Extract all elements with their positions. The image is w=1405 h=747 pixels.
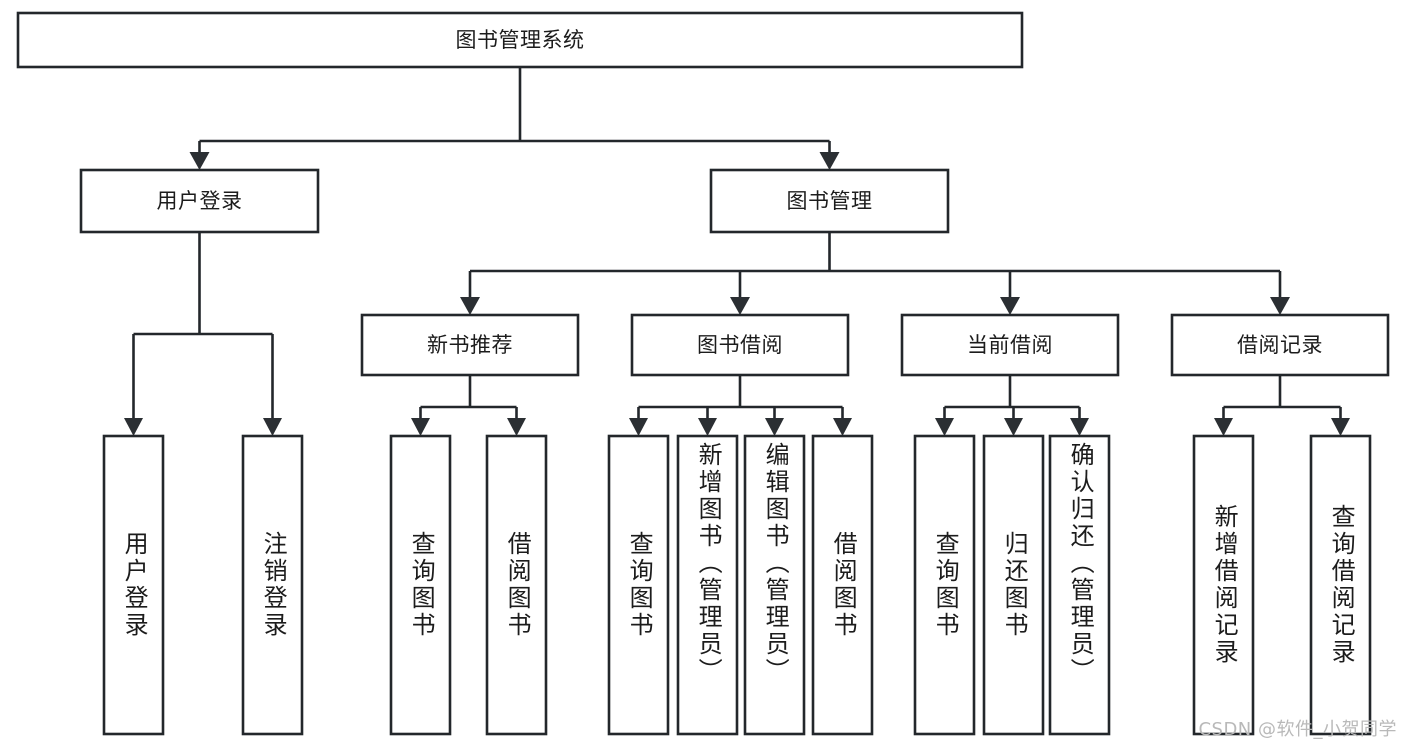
node-borrow-record[interactable]: 借阅记录: [1170, 313, 1390, 377]
node-leaf-confirm-return-rect[interactable]: [1048, 434, 1111, 736]
arrowhead-leaf-user-login: [124, 418, 143, 436]
node-leaf-logout-rect[interactable]: [241, 434, 304, 736]
node-book-management[interactable]: 图书管理: [709, 168, 950, 234]
arrowhead-leaf-query-book-3: [935, 418, 954, 436]
node-user-login-label: 用户登录: [157, 189, 243, 213]
arrowhead-leaf-logout: [263, 418, 282, 436]
arrowhead-leaf-confirm-return: [1070, 418, 1089, 436]
node-leaf-add-record-rect[interactable]: [1192, 434, 1255, 736]
arrowhead-leaf-query-book-2: [629, 418, 648, 436]
node-user-login-rect[interactable]: [79, 168, 320, 234]
arrowhead-leaf-return-book: [1004, 418, 1023, 436]
node-current-borrow-rect[interactable]: [900, 313, 1120, 377]
connector-group-book-borrow: [629, 375, 852, 436]
node-leaf-query-book-3-rect[interactable]: [913, 434, 976, 736]
node-borrow-record-label: 借阅记录: [1237, 333, 1323, 357]
node-book-borrow-label: 图书借阅: [697, 333, 783, 357]
node-leaf-query-book-1-rect[interactable]: [389, 434, 452, 736]
connector-group-current-borrow: [935, 375, 1089, 436]
node-borrow-record-rect[interactable]: [1170, 313, 1390, 377]
node-book-management-rect[interactable]: [709, 168, 950, 234]
arrowhead-borrow-record: [1270, 297, 1290, 315]
arrowhead-leaf-borrow-book-2: [833, 418, 852, 436]
connector-group-user-login: [124, 232, 282, 436]
arrowhead-leaf-query-record: [1331, 418, 1350, 436]
node-current-borrow[interactable]: 当前借阅: [900, 313, 1120, 377]
connector-group-new-book: [411, 375, 526, 436]
node-leaf-borrow-book-1-rect[interactable]: [485, 434, 548, 736]
node-new-book-recommend-rect[interactable]: [360, 313, 580, 377]
node-leaf-edit-book-rect[interactable]: [743, 434, 806, 736]
node-leaf-return-book-rect[interactable]: [982, 434, 1045, 736]
node-leaf-borrow-book-2-rect[interactable]: [811, 434, 874, 736]
arrowhead-leaf-add-record: [1214, 418, 1233, 436]
node-root-label: 图书管理系统: [456, 28, 585, 52]
arrowhead-book-borrow: [730, 297, 750, 315]
node-book-borrow-rect[interactable]: [630, 313, 850, 377]
watermark-text: CSDN @软件_小贺同学: [1198, 719, 1397, 740]
node-book-management-label: 图书管理: [787, 189, 873, 213]
node-leaf-query-record-rect[interactable]: [1309, 434, 1372, 736]
connector-group-level3: [460, 232, 1290, 315]
node-root-rect[interactable]: [16, 11, 1024, 69]
arrowhead-book-management: [819, 152, 840, 170]
node-leaf-user-login-rect[interactable]: [102, 434, 165, 736]
connector-group-borrow-record: [1214, 375, 1350, 436]
arrowhead-new-book-recommend: [460, 297, 480, 315]
node-root[interactable]: 图书管理系统: [16, 11, 1024, 69]
arrowhead-leaf-borrow-book-1: [507, 418, 526, 436]
arrowhead-leaf-query-book-1: [411, 418, 430, 436]
connector-group-root: [189, 67, 840, 170]
arrowhead-leaf-edit-book: [765, 418, 784, 436]
node-new-book-recommend-label: 新书推荐: [427, 333, 513, 357]
arrowhead-user-login: [189, 152, 210, 170]
node-user-login[interactable]: 用户登录: [79, 168, 320, 234]
arrowhead-leaf-add-book: [698, 418, 717, 436]
node-new-book-recommend[interactable]: 新书推荐: [360, 313, 580, 377]
node-current-borrow-label: 当前借阅: [967, 333, 1053, 357]
node-book-borrow[interactable]: 图书借阅: [630, 313, 850, 377]
node-leaf-query-book-2-rect[interactable]: [607, 434, 670, 736]
arrowhead-current-borrow: [1000, 297, 1020, 315]
leaf-rect-group: [102, 434, 1372, 736]
node-leaf-add-book-rect[interactable]: [676, 434, 739, 736]
